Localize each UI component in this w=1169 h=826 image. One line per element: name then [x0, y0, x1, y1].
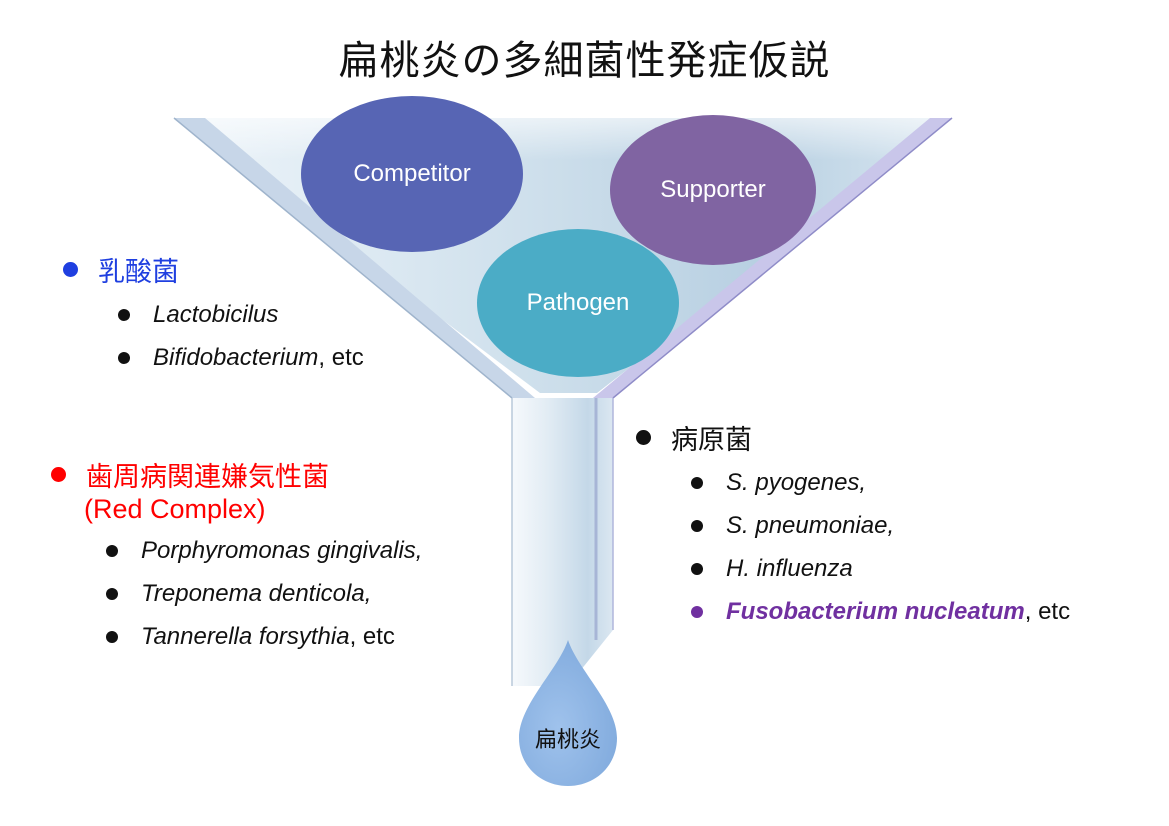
- list-item: S. pneumoniae,: [691, 504, 1070, 547]
- bullet-icon: [118, 351, 130, 364]
- bullet-icon: [118, 308, 130, 321]
- supporter-bubble: [610, 115, 816, 265]
- pathogenic-group: 病原菌 S. pyogenes, S. pneumoniae, H. influ…: [636, 418, 1070, 633]
- list-item: Fusobacterium nucleatum , etc: [691, 590, 1070, 633]
- pathogen-bubble: [477, 229, 679, 377]
- pathogen-label: Pathogen: [526, 289, 630, 316]
- pathogenic-heading: 病原菌: [636, 418, 1070, 457]
- species-name: Lactobicilus: [153, 300, 279, 328]
- supporter-label: Supporter: [660, 176, 766, 203]
- list-item: H. influenza: [691, 547, 1070, 590]
- species-name: S. pyogenes,: [726, 468, 867, 496]
- lactic-acid-heading-text: 乳酸菌: [98, 257, 179, 288]
- species-suffix: , etc: [1024, 597, 1071, 625]
- species-name-highlight: Fusobacterium nucleatum: [726, 597, 1025, 625]
- species-name: Bifidobacterium: [153, 343, 319, 371]
- species-name: Treponema denticola,: [141, 579, 372, 607]
- species-name: H. influenza: [726, 554, 853, 582]
- bullet-icon: [106, 587, 118, 600]
- competitor-bubble: [301, 96, 523, 252]
- periodontal-heading: 歯周病関連嫌気性菌: [51, 455, 422, 494]
- red-bullet-icon: [51, 467, 66, 482]
- pathogenic-heading-text: 病原菌: [671, 425, 752, 456]
- bullet-icon: [106, 544, 118, 557]
- page-title: 扁桃炎の多細菌性発症仮説: [338, 38, 831, 84]
- black-bullet-icon: [636, 430, 651, 445]
- periodontal-heading-text: 歯周病関連嫌気性菌: [86, 462, 329, 493]
- list-item: Tannerella forsythia , etc: [106, 615, 422, 658]
- list-item: Treponema denticola,: [106, 572, 422, 615]
- funnel-tube: [512, 398, 613, 686]
- purple-bullet-icon: [691, 605, 703, 618]
- funnel-left-rim: [174, 118, 535, 398]
- species-suffix: , etc: [318, 343, 364, 371]
- list-item: S. pyogenes,: [691, 461, 1070, 504]
- species-name: S. pneumoniae,: [726, 511, 895, 539]
- species-name: Tannerella forsythia: [141, 622, 350, 650]
- bullet-icon: [691, 476, 703, 489]
- bullet-icon: [691, 562, 703, 575]
- species-name: Porphyromonas gingivalis,: [141, 536, 423, 564]
- red-complex-label: (Red Complex): [84, 494, 266, 524]
- blue-bullet-icon: [63, 262, 78, 277]
- list-item: Porphyromonas gingivalis,: [106, 529, 422, 572]
- list-item: Bifidobacterium , etc: [118, 336, 364, 379]
- species-suffix: , etc: [349, 622, 395, 650]
- funnel-right-rim: [593, 118, 952, 398]
- lactic-acid-heading: 乳酸菌: [63, 250, 364, 289]
- list-item: Lactobicilus: [118, 293, 364, 336]
- drop-label: 扁桃炎: [534, 728, 602, 753]
- drop-shape: [519, 640, 617, 786]
- lactic-acid-group: 乳酸菌 Lactobicilus Bifidobacterium , etc: [63, 250, 364, 379]
- periodontal-group: 歯周病関連嫌気性菌 (Red Complex) Porphyromonas gi…: [51, 455, 422, 658]
- funnel-cone-highlight: [174, 118, 952, 160]
- bullet-icon: [106, 630, 118, 643]
- competitor-label: Competitor: [353, 160, 471, 187]
- bullet-icon: [691, 519, 703, 532]
